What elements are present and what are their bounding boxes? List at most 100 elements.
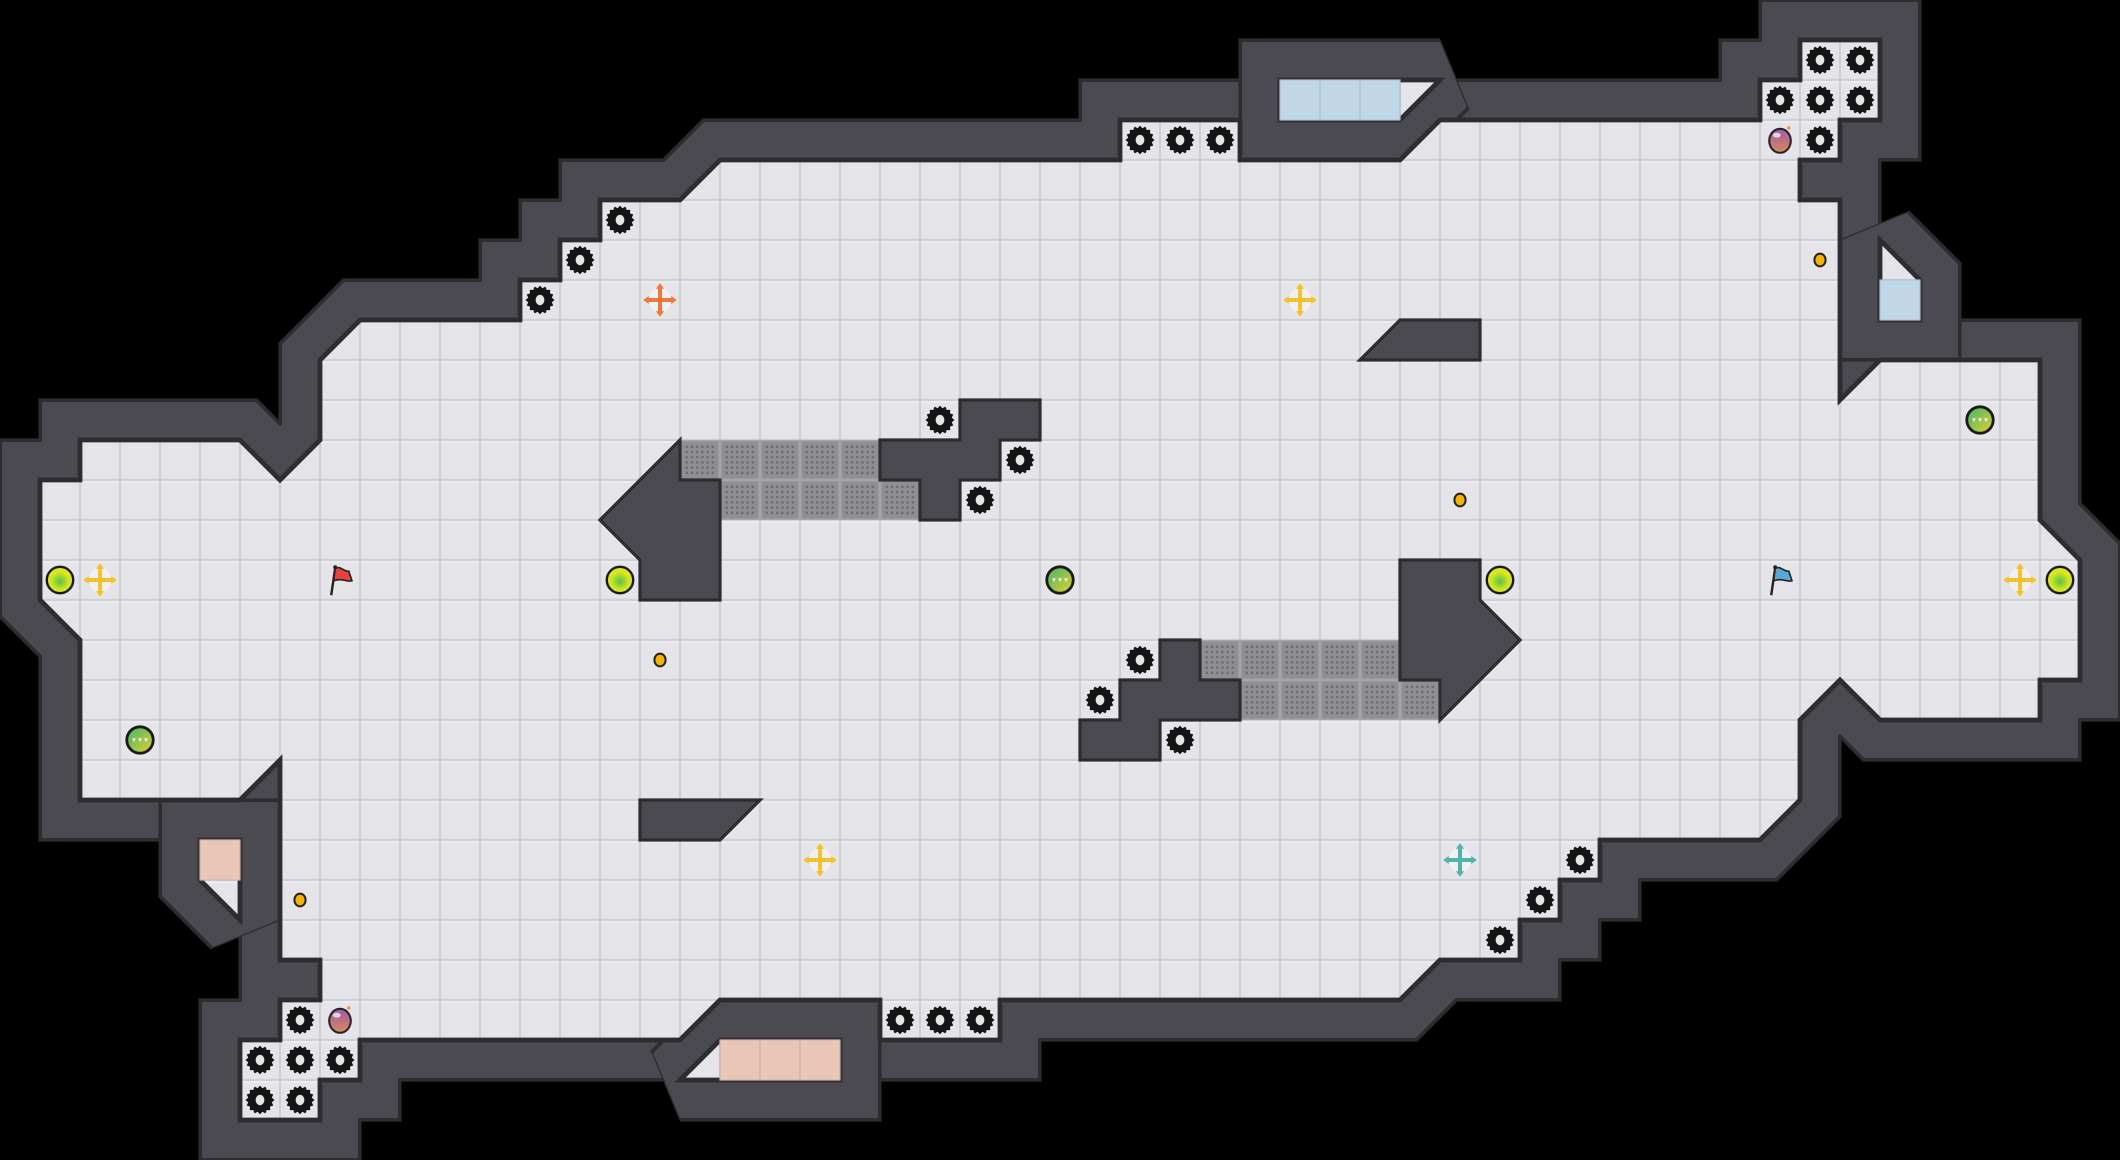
grate-dot xyxy=(1351,666,1354,669)
grate-dot xyxy=(776,506,779,509)
grate-dot xyxy=(826,506,829,509)
grate-dot xyxy=(1221,645,1224,648)
grate-dot xyxy=(810,471,814,474)
grate-dot xyxy=(1416,701,1419,704)
grate-dot xyxy=(1226,650,1229,654)
grate-dot xyxy=(746,506,749,509)
grate-dot xyxy=(741,466,744,469)
grate-dot xyxy=(781,501,784,504)
grate-dot xyxy=(1256,645,1259,648)
grate-dot xyxy=(791,506,794,509)
spike xyxy=(1485,925,1515,955)
grate-dot xyxy=(1405,701,1408,704)
grate-dot xyxy=(1426,701,1429,704)
bomb-shine xyxy=(332,1012,341,1018)
spike xyxy=(885,1005,915,1035)
grate-dot xyxy=(746,490,749,494)
grate-dot xyxy=(751,456,754,459)
blue-team-tile xyxy=(1319,79,1361,121)
grate-dot xyxy=(1365,711,1368,714)
grate-dot xyxy=(1245,711,1248,714)
grate-dot xyxy=(746,496,749,499)
grate-dot xyxy=(1336,656,1339,659)
flag-icon xyxy=(332,566,354,583)
wall-block xyxy=(597,436,722,602)
grate-dot xyxy=(1426,685,1429,688)
grate-dot xyxy=(1285,696,1288,699)
bomb-fuse-icon xyxy=(1787,126,1791,130)
grate-dot xyxy=(845,506,848,509)
spike-icon xyxy=(325,1045,355,1075)
grate-dot xyxy=(1336,696,1339,699)
grate-dot xyxy=(1285,701,1288,704)
grate-dot xyxy=(746,445,749,448)
grate-dot xyxy=(1365,690,1368,694)
grate-dot xyxy=(696,461,699,464)
grate-dot xyxy=(1325,645,1328,648)
grate-dot xyxy=(861,485,864,488)
grate-dot xyxy=(1290,650,1294,654)
spike xyxy=(1805,45,1835,75)
grate-dot xyxy=(831,511,834,514)
grate-dot xyxy=(725,506,728,509)
red-team-boost xyxy=(643,283,677,317)
grate-dot xyxy=(746,511,749,514)
grate-dot xyxy=(1336,701,1339,704)
grate-dot xyxy=(741,490,744,494)
grate-dot xyxy=(896,490,899,494)
grate-dot xyxy=(1386,666,1389,669)
powerup xyxy=(1045,565,1075,595)
grate-dot xyxy=(701,456,704,459)
grate-dot xyxy=(781,466,784,469)
grate-dot xyxy=(746,466,749,469)
grate-dot xyxy=(1301,656,1304,659)
grate-dot xyxy=(1231,661,1234,664)
grate-dot xyxy=(1266,701,1269,704)
grate-dot xyxy=(701,466,704,469)
grate-dot xyxy=(1245,666,1248,669)
grate-dot xyxy=(781,461,784,464)
boost-icon xyxy=(1283,283,1317,317)
grate-dot xyxy=(810,490,814,494)
grate-dot xyxy=(711,456,714,459)
grate-dot xyxy=(1261,701,1264,704)
bomb-fuse-icon xyxy=(347,1006,351,1010)
grate-dot xyxy=(741,501,744,504)
grate-tile xyxy=(1280,640,1320,680)
grate-dot xyxy=(765,506,768,509)
grate-dot xyxy=(786,461,789,464)
grate-dot xyxy=(1391,666,1394,669)
grate-dot xyxy=(861,471,864,474)
grate-dot xyxy=(781,456,784,459)
grate-tile xyxy=(760,440,800,480)
grate-dot xyxy=(1381,701,1384,704)
grate-dot xyxy=(1370,696,1374,699)
grate-dot xyxy=(821,485,824,488)
red-team-tile xyxy=(719,1039,761,1081)
grate-dot xyxy=(696,471,699,474)
grate-dot xyxy=(736,445,739,448)
bomb xyxy=(328,1006,352,1034)
grate-dot xyxy=(866,471,869,474)
grate-dot xyxy=(1210,645,1214,648)
grate-dot xyxy=(1330,685,1334,688)
grate-dot xyxy=(821,496,824,499)
spike xyxy=(925,405,955,435)
spike-icon xyxy=(245,1085,275,1115)
grate-dot xyxy=(1376,690,1379,694)
button-icon xyxy=(1453,492,1467,508)
grate-dot xyxy=(791,485,794,488)
grate-dot xyxy=(850,490,854,494)
grate-dot xyxy=(1250,650,1254,654)
grate-dot xyxy=(1285,690,1288,694)
grate-dot xyxy=(1296,656,1299,659)
grate-dot xyxy=(826,490,829,494)
grate-dot xyxy=(821,466,824,469)
spike xyxy=(525,285,555,315)
grate-dot xyxy=(1410,711,1414,714)
grate-dot xyxy=(1205,661,1208,664)
grate-dot xyxy=(736,506,739,509)
grate-dot xyxy=(866,501,869,504)
grate-dot xyxy=(1271,706,1274,709)
grate-dot xyxy=(741,461,744,464)
